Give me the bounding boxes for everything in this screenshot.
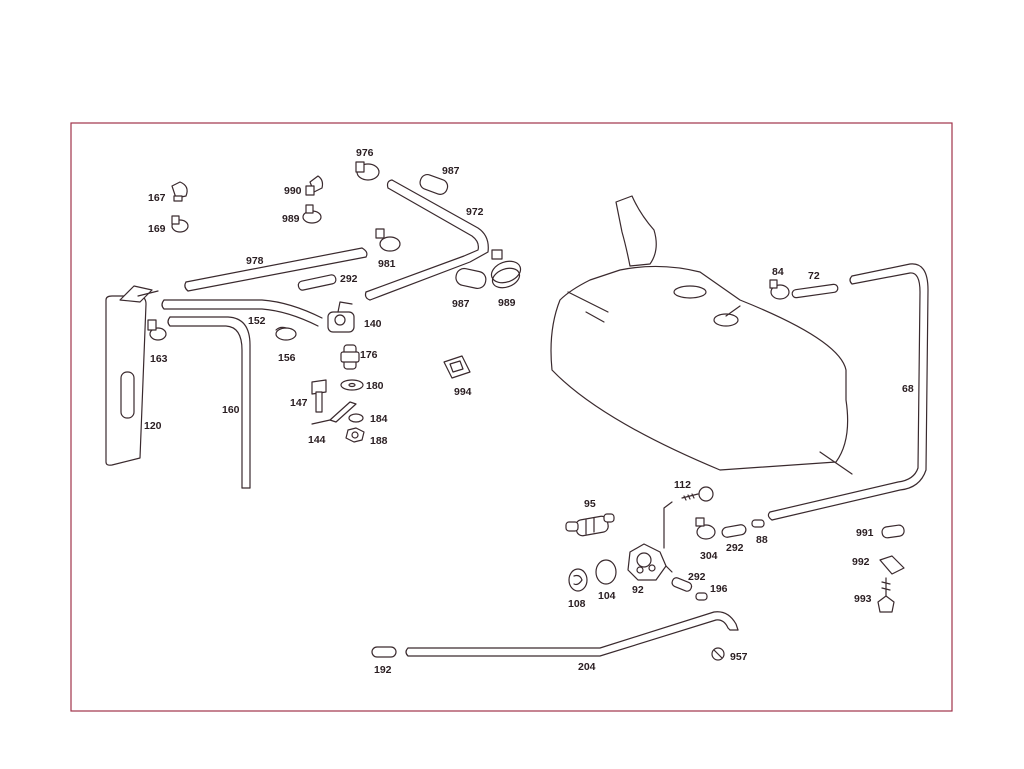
label-120: 120 <box>144 420 162 432</box>
part-hose-972 <box>364 179 489 301</box>
label-160: 160 <box>222 404 240 416</box>
label-68: 68 <box>902 383 914 395</box>
part-hose-292-right <box>721 524 747 538</box>
label-292-lower: 292 <box>688 571 706 583</box>
label-184: 184 <box>370 413 388 425</box>
label-92: 92 <box>632 584 644 596</box>
label-95: 95 <box>584 498 596 510</box>
label-994: 994 <box>454 386 472 398</box>
label-147: 147 <box>290 397 308 409</box>
part-clip-957 <box>711 647 725 661</box>
part-sleeve-987-top <box>419 174 449 195</box>
label-972: 972 <box>466 206 484 218</box>
label-156: 156 <box>278 352 296 364</box>
part-clamp-84 <box>769 279 790 300</box>
part-clamp-304 <box>695 517 716 540</box>
label-167: 167 <box>148 192 166 204</box>
part-valve-140 <box>327 301 355 333</box>
label-144: 144 <box>308 434 326 446</box>
label-108: 108 <box>568 598 586 610</box>
part-hose-72 <box>791 283 839 299</box>
part-connector-88 <box>751 519 765 528</box>
part-clip-156 <box>275 326 297 341</box>
part-sleeve-991 <box>881 524 905 539</box>
label-991: 991 <box>856 527 874 539</box>
label-204: 204 <box>578 661 596 673</box>
part-pump-92 <box>627 543 673 581</box>
part-hose-292-lower <box>671 577 693 592</box>
label-196: 196 <box>710 583 728 595</box>
part-clamp-989 <box>490 249 522 289</box>
label-163: 163 <box>150 353 168 365</box>
part-clip-167 <box>171 181 188 202</box>
label-188: 188 <box>370 435 388 447</box>
part-hose-292-top <box>297 274 337 291</box>
label-112: 112 <box>674 479 691 491</box>
label-976: 976 <box>356 147 374 159</box>
part-canister-120 <box>105 285 159 466</box>
part-hose-160 <box>167 316 251 489</box>
part-clip-169 <box>171 215 189 233</box>
part-clip-163 <box>147 319 167 341</box>
part-screw-112 <box>663 486 714 549</box>
label-957: 957 <box>730 651 748 663</box>
label-978: 978 <box>246 255 264 267</box>
part-fuel-tank <box>550 195 853 475</box>
label-993: 993 <box>854 593 872 605</box>
label-88: 88 <box>756 534 768 546</box>
part-sleeve-192 <box>371 646 397 658</box>
label-84: 84 <box>772 266 784 278</box>
diagram-frame <box>70 122 953 712</box>
part-hose-978 <box>184 247 368 292</box>
part-connector-196 <box>695 592 708 601</box>
label-192: 192 <box>374 664 392 676</box>
part-clip-994 <box>443 355 471 379</box>
part-clip-992 <box>879 555 905 575</box>
label-104: 104 <box>598 590 616 602</box>
label-987-mid: 987 <box>452 298 470 310</box>
part-clip-989 <box>302 204 322 224</box>
label-304: 304 <box>700 550 718 562</box>
part-hose-204 <box>405 611 739 657</box>
label-72: 72 <box>808 270 820 282</box>
part-bolt-993 <box>877 577 895 613</box>
part-washer-180 <box>340 379 364 391</box>
label-992: 992 <box>852 556 870 568</box>
label-152: 152 <box>248 315 266 327</box>
part-clamp-981 <box>375 228 401 252</box>
part-seal-104 <box>595 559 617 585</box>
part-cap-108 <box>568 568 588 592</box>
part-hose-152 <box>161 299 323 327</box>
label-987-top: 987 <box>442 165 460 177</box>
part-valve-95 <box>565 513 615 537</box>
part-clip-976 <box>355 161 380 181</box>
label-169: 169 <box>148 223 166 235</box>
part-bolt-147 <box>311 379 327 413</box>
label-140: 140 <box>364 318 382 330</box>
part-filter-176 <box>340 344 360 370</box>
label-981: 981 <box>378 258 396 270</box>
label-989-top: 989 <box>282 213 300 225</box>
label-176: 176 <box>360 349 378 361</box>
label-989-mid: 989 <box>498 297 516 309</box>
part-bracket-144 <box>311 401 357 425</box>
part-nut-188 <box>345 427 365 443</box>
part-clip-990 <box>305 175 324 196</box>
label-990: 990 <box>284 185 302 197</box>
part-washer-184 <box>348 413 364 423</box>
label-180: 180 <box>366 380 384 392</box>
label-292-top: 292 <box>340 273 358 285</box>
part-sleeve-987-mid <box>455 267 487 290</box>
part-hose-68 <box>767 263 929 521</box>
label-292-right: 292 <box>726 542 744 554</box>
